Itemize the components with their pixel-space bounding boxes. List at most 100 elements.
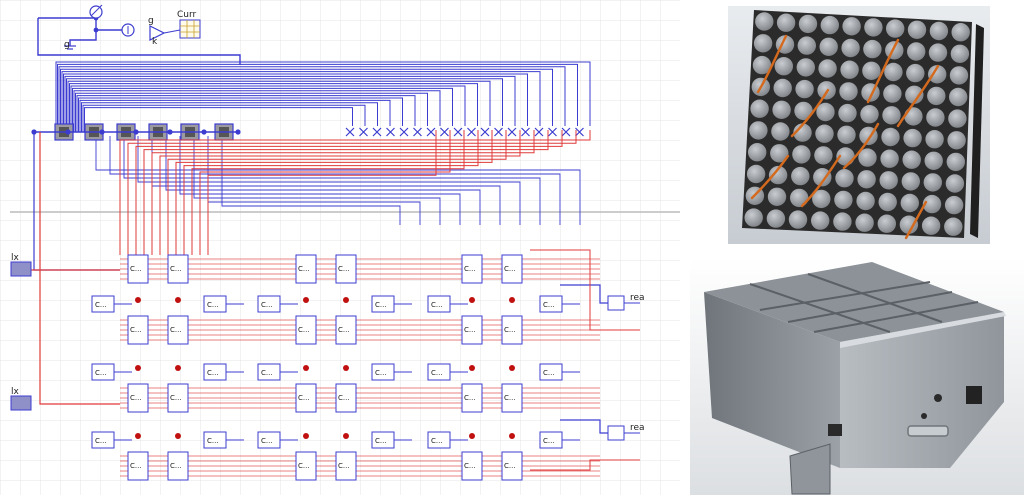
module-cell <box>748 143 767 162</box>
module-cell <box>944 217 963 236</box>
svg-text:C...: C... <box>504 462 516 470</box>
junction-dot <box>135 365 141 371</box>
svg-text:C...: C... <box>338 326 350 334</box>
blue-bus-line <box>109 136 561 225</box>
cell-grid: C... C... C... C... C... C... C... C... C... C...… <box>91 254 580 481</box>
switch-mark <box>372 127 382 137</box>
gain-icon[interactable] <box>149 25 166 41</box>
module-cell <box>864 18 883 37</box>
blue-bus-line <box>55 61 591 132</box>
junction-dot <box>303 297 309 303</box>
monitor-label: C... <box>375 437 387 445</box>
svg-text:C...: C... <box>464 394 476 402</box>
module-cell <box>842 17 861 36</box>
svg-text:C...: C... <box>298 394 310 402</box>
blue-bus-line <box>63 73 528 132</box>
svg-text:C...: C... <box>130 265 142 273</box>
module-cell <box>766 209 786 228</box>
left-source-2[interactable]: lx <box>10 387 32 411</box>
module-cell <box>881 127 900 147</box>
monitor-label: C... <box>543 437 555 445</box>
module-cell <box>924 151 943 170</box>
module-cell <box>923 173 942 192</box>
module-cell <box>816 102 835 122</box>
module-cell <box>770 144 789 163</box>
blue-bus-line <box>67 80 491 132</box>
blue-bus-lines <box>33 61 608 434</box>
module-cell <box>768 165 788 185</box>
module-cell <box>899 215 919 234</box>
switch-mark <box>345 127 355 137</box>
table-icon[interactable] <box>179 19 201 39</box>
module-cell <box>776 13 796 32</box>
module-cell <box>814 146 833 165</box>
enclosure-interior <box>704 262 1004 342</box>
top-control-block: g g k Curr <box>37 4 241 65</box>
module-cell <box>793 123 812 142</box>
module-cell <box>796 58 815 77</box>
monitor-label: C... <box>207 437 219 445</box>
ground-icon <box>64 45 76 50</box>
junction-dot <box>343 297 349 303</box>
left-source-1[interactable]: lx <box>10 253 32 277</box>
junction-dot <box>469 433 475 439</box>
svg-text:C...: C... <box>130 326 142 334</box>
module-cell <box>834 190 853 210</box>
module-cell <box>903 128 922 148</box>
ammeter-icon[interactable] <box>89 4 103 19</box>
module-cell <box>944 195 964 215</box>
sensor-icon[interactable] <box>607 295 640 311</box>
module-cell <box>863 39 882 59</box>
junction-dot <box>469 365 475 371</box>
switch-mark <box>521 127 530 137</box>
module-cell <box>907 42 926 61</box>
blue-bus-line <box>137 136 521 225</box>
red-bus-line <box>183 130 479 255</box>
svg-text:C...: C... <box>504 265 516 273</box>
module-cell <box>945 174 965 193</box>
module-cell <box>860 105 879 124</box>
blue-bus-line <box>69 83 478 132</box>
sensor-label-2: rea <box>630 423 645 433</box>
blue-bus-line <box>82 104 366 132</box>
battery-enclosure-render <box>690 258 1024 495</box>
switch-mark <box>453 127 463 137</box>
enclosure-dividers <box>749 273 979 333</box>
switch-mark <box>413 127 422 137</box>
gain-label: k <box>152 37 158 47</box>
junction-dot <box>31 129 37 135</box>
blue-bus-line <box>81 102 378 132</box>
blue-bus-line <box>221 136 401 225</box>
switch-mark <box>426 127 436 137</box>
module-cell <box>946 152 965 172</box>
blue-bus-line <box>78 97 403 132</box>
svg-text:C...: C... <box>170 326 182 334</box>
current-source-icon[interactable] <box>121 23 135 37</box>
module-cell <box>746 164 766 184</box>
module-cell <box>905 85 924 105</box>
switch-mark <box>359 127 368 137</box>
curr-label: Curr <box>177 10 197 20</box>
monitor-label: C... <box>207 301 219 309</box>
module-cell <box>771 122 790 141</box>
switch-mark <box>440 127 449 137</box>
enclosure-vent <box>789 443 831 495</box>
module-cell <box>790 188 809 208</box>
sensor-icon-2[interactable] <box>607 425 640 441</box>
blue-bus-line <box>60 68 553 132</box>
module-cell <box>901 172 920 191</box>
red-bus-line <box>135 130 563 255</box>
enclosure-left-wall <box>704 292 840 468</box>
switch-mark <box>575 127 584 137</box>
monitor-label: C... <box>431 301 443 309</box>
source-label-1: lx <box>11 253 20 263</box>
module-cell <box>904 107 923 126</box>
module-cell <box>818 59 837 78</box>
module-cell <box>752 55 772 75</box>
blue-bus-line <box>75 92 428 132</box>
module-cell <box>949 66 969 85</box>
monitor-label: C... <box>207 369 219 377</box>
module-cell <box>885 41 904 60</box>
switch-mark <box>494 127 503 137</box>
module-cell <box>749 121 768 140</box>
